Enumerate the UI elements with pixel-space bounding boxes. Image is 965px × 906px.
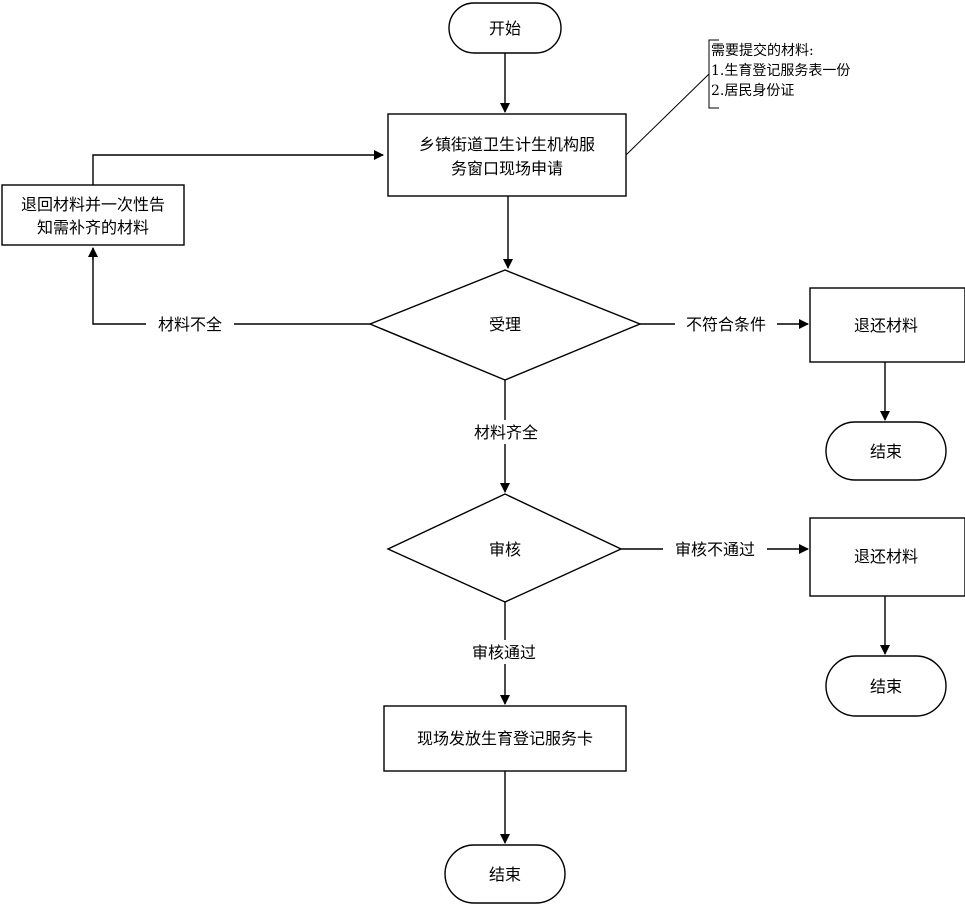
accept-decision [368, 269, 642, 381]
note-leader-line [625, 73, 710, 156]
return-notify-label-line1: 退回材料并一次性告 [21, 195, 165, 214]
issue-card-process [383, 705, 627, 772]
note-bracket [708, 39, 719, 109]
end-terminal-main [444, 844, 566, 904]
note-item-2: 2.居民身份证 [711, 83, 794, 99]
return-notify-label-line2: 知需补齐的材料 [37, 218, 149, 237]
return-materials-process-1 [809, 287, 965, 363]
edge-label-incomplete: 材料不全 [158, 315, 222, 334]
start-label: 开始 [489, 19, 521, 38]
issue-card-label: 现场发放生育登记服务卡 [417, 729, 593, 748]
accept-label: 受理 [489, 315, 521, 334]
edge-label-review-fail: 审核不通过 [675, 540, 755, 559]
arrow-incomplete-path [92, 248, 370, 325]
apply-label-line2: 务窗口现场申请 [451, 159, 563, 178]
arrow-return-to-apply [92, 150, 384, 185]
note-title: 需要提交的材料: [711, 42, 814, 59]
end-terminal-1 [825, 421, 947, 481]
return-materials-label-1: 退还材料 [854, 316, 918, 335]
review-label: 审核 [489, 540, 521, 559]
return-materials-label-2: 退还材料 [854, 547, 918, 566]
edge-label-not-eligible: 不符合条件 [686, 315, 766, 334]
edge-label-review-pass: 审核通过 [472, 643, 536, 662]
apply-label-line1: 乡镇街道卫生计生机构服 [419, 135, 595, 154]
review-decision [386, 493, 623, 603]
return-notify-process [1, 184, 185, 246]
apply-process [387, 113, 627, 197]
start-terminal [448, 2, 562, 54]
return-materials-process-2 [809, 517, 965, 597]
end-label-1: 结束 [870, 442, 902, 461]
note-item-1: 1.生育登记服务表一份 [711, 63, 850, 79]
end-label-2: 结束 [870, 677, 902, 696]
end-label-main: 结束 [489, 865, 521, 884]
end-terminal-2 [825, 655, 947, 717]
edge-label-complete: 材料齐全 [474, 423, 538, 442]
